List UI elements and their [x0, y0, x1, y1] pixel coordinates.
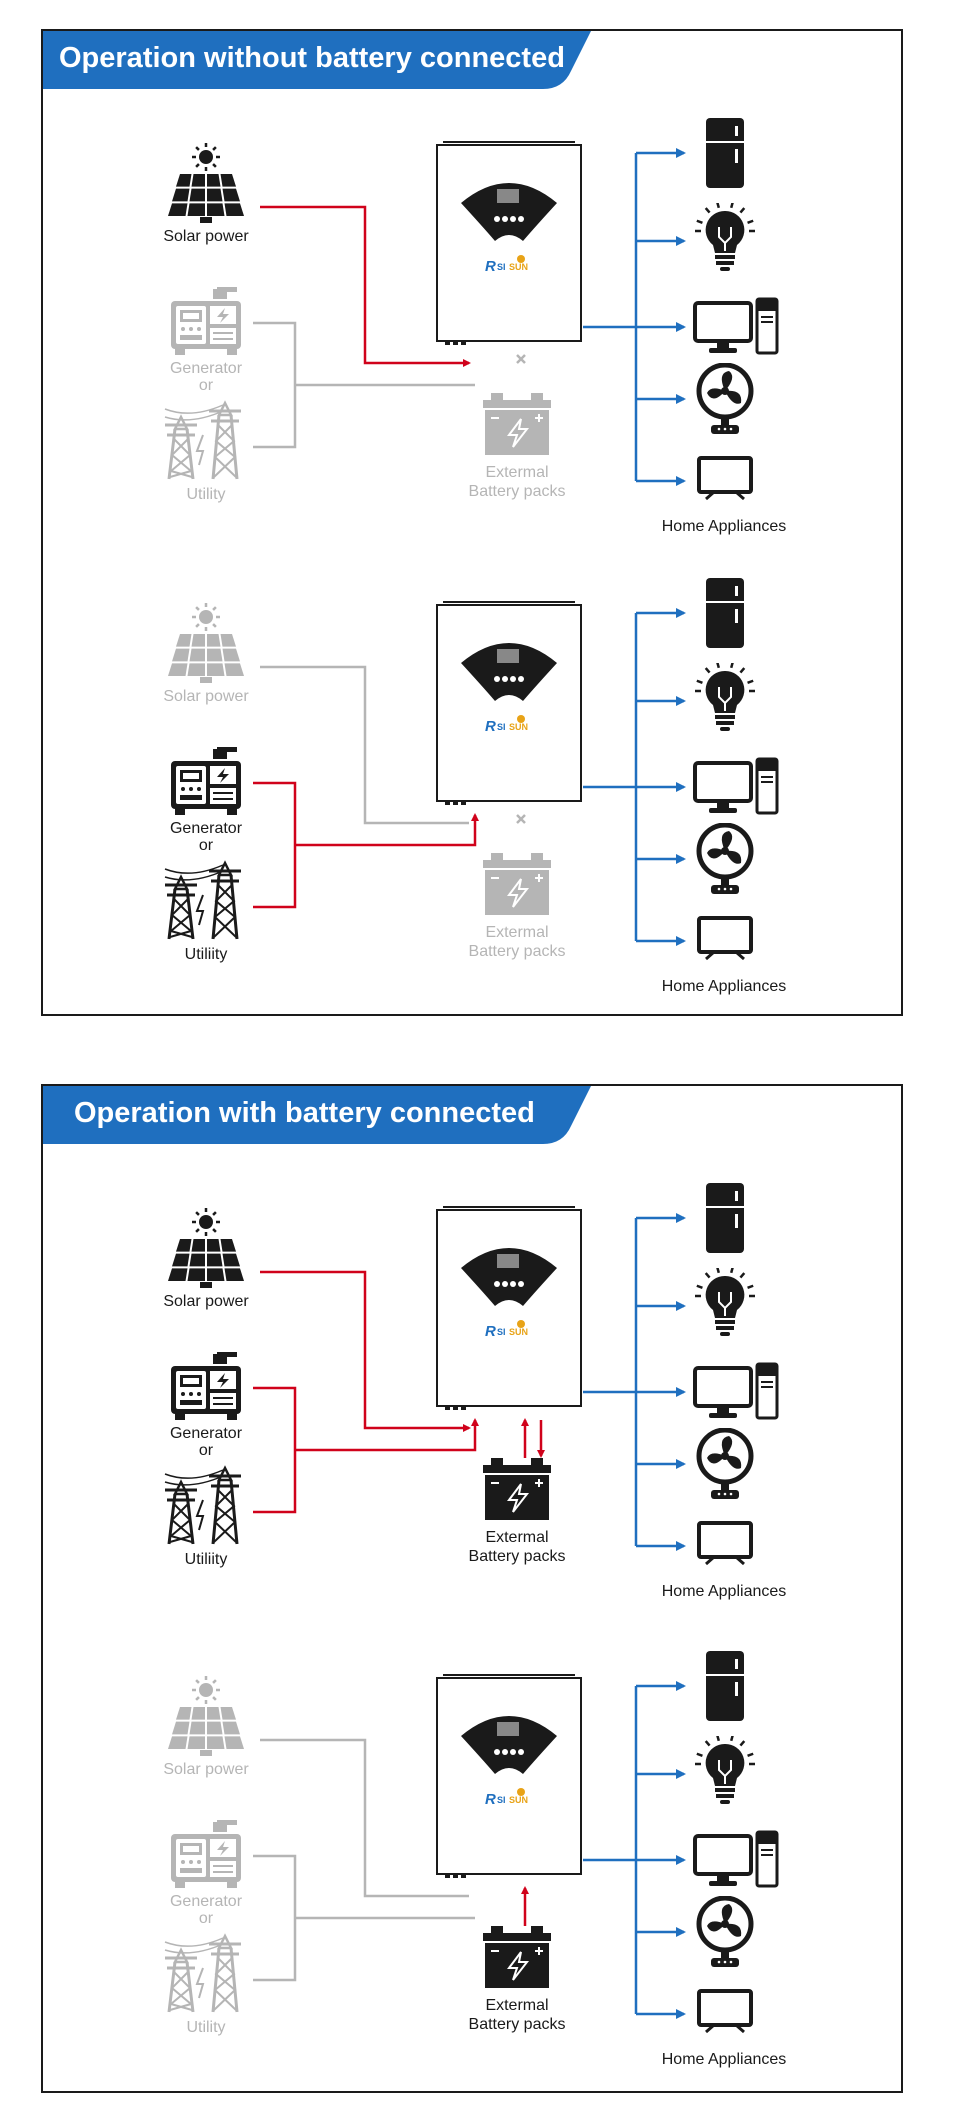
computer-icon [693, 297, 779, 360]
computer-icon [693, 1830, 779, 1893]
fridge-icon [705, 1182, 745, 1259]
home-appliances-label: Home Appliances [661, 978, 787, 995]
svg-text:SUN: SUN [509, 722, 528, 732]
fridge-icon [705, 577, 745, 654]
light-bulb-icon [693, 1734, 757, 1811]
battery-icon [481, 391, 553, 462]
tv-icon [696, 1988, 754, 2039]
tv-icon [696, 455, 754, 506]
panel-with-battery: Operation with battery connected Solar p… [41, 1084, 903, 2093]
inverter-icon: R SI SUN [435, 1204, 583, 1415]
utility-label: Utility [186, 2019, 226, 2036]
solar-power-label: Solar power [163, 1293, 249, 1310]
inverter-icon: R SI SUN [435, 1672, 583, 1883]
light-bulb-icon [693, 201, 757, 278]
battery-icon [481, 1456, 553, 1527]
utility-tower-icon [161, 859, 255, 948]
battery-icon [481, 851, 553, 922]
panel-without-battery: Operation without battery connected Sola… [41, 29, 903, 1016]
battery-label-line2: Battery packs [468, 2016, 566, 2033]
tv-icon [696, 1520, 754, 1571]
connection-wires [253, 1213, 686, 1551]
generator-label: Generator [169, 360, 243, 377]
banner-shape [43, 31, 591, 89]
home-appliances-label: Home Appliances [661, 518, 787, 535]
connection-wires [253, 608, 686, 946]
fan-icon [695, 1427, 755, 1505]
connection-wires [253, 148, 686, 486]
home-appliances-label: Home Appliances [661, 2051, 787, 2068]
utility-tower-icon [161, 399, 255, 488]
solar-panel-icon [164, 143, 248, 230]
solar-power-label: Solar power [163, 688, 249, 705]
computer-icon [693, 757, 779, 820]
generator-icon [169, 1820, 243, 1897]
battery-label-line2: Battery packs [468, 483, 566, 500]
or-label: or [198, 377, 214, 394]
solar-power-label: Solar power [163, 1761, 249, 1778]
section-title: Operation without battery connected [59, 42, 565, 74]
section-banner: Operation without battery connected [43, 31, 591, 89]
fan-icon [695, 822, 755, 900]
generator-icon [169, 747, 243, 824]
computer-icon [693, 1362, 779, 1425]
generator-label: Generator [169, 1425, 243, 1442]
battery-label-line1: Extermal [485, 1997, 549, 2014]
svg-text:SI: SI [497, 722, 506, 732]
svg-text:SI: SI [497, 1795, 506, 1805]
or-label: or [198, 837, 214, 854]
connection-wires [253, 1681, 686, 2019]
solar-panel-icon [164, 1676, 248, 1763]
svg-text:R: R [485, 258, 496, 275]
svg-text:R: R [485, 718, 496, 735]
solar-panel-icon [164, 603, 248, 690]
or-label: or [198, 1442, 214, 1459]
battery-label-line2: Battery packs [468, 943, 566, 960]
svg-text:SI: SI [497, 262, 506, 272]
or-label: or [198, 1910, 214, 1927]
battery-label-line2: Battery packs [468, 1548, 566, 1565]
banner-shape [43, 1086, 591, 1144]
svg-text:R: R [485, 1323, 496, 1340]
tv-icon [696, 915, 754, 966]
svg-text:R: R [485, 1791, 496, 1808]
svg-text:SUN: SUN [509, 262, 528, 272]
svg-text:SI: SI [497, 1327, 506, 1337]
battery-label-line1: Extermal [485, 464, 549, 481]
battery-label-line1: Extermal [485, 1529, 549, 1546]
svg-text:SUN: SUN [509, 1327, 528, 1337]
battery-label-line1: Extermal [485, 924, 549, 941]
generator-icon [169, 1352, 243, 1429]
section-title: Operation with battery connected [74, 1097, 535, 1129]
utility-label: Utiliity [184, 1551, 228, 1568]
battery-icon [481, 1924, 553, 1995]
solar-panel-icon [164, 1208, 248, 1295]
light-bulb-icon [693, 1266, 757, 1343]
fan-icon [695, 1895, 755, 1973]
generator-icon [169, 287, 243, 364]
generator-label: Generator [169, 820, 243, 837]
home-appliances-label: Home Appliances [661, 1583, 787, 1600]
generator-label: Generator [169, 1893, 243, 1910]
utility-label: Utiliity [184, 946, 228, 963]
inverter-icon: R SI SUN [435, 599, 583, 810]
fan-icon [695, 362, 755, 440]
section-banner: Operation with battery connected [43, 1086, 591, 1144]
solar-power-label: Solar power [163, 228, 249, 245]
light-bulb-icon [693, 661, 757, 738]
svg-text:SUN: SUN [509, 1795, 528, 1805]
utility-tower-icon [161, 1464, 255, 1553]
inverter-icon: R SI SUN [435, 139, 583, 350]
fridge-icon [705, 1650, 745, 1727]
utility-label: Utility [186, 486, 226, 503]
fridge-icon [705, 117, 745, 194]
utility-tower-icon [161, 1932, 255, 2021]
